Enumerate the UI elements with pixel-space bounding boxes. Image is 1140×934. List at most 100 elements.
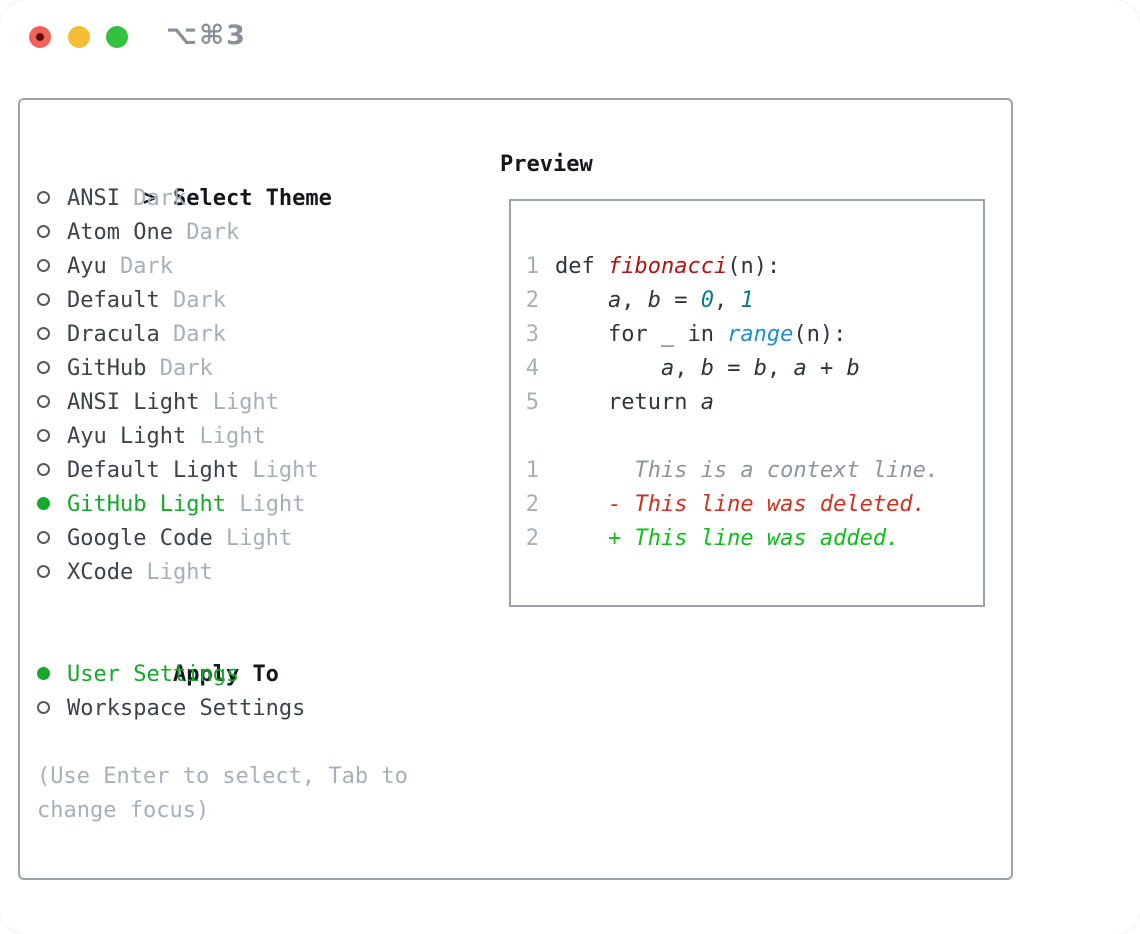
theme-name: Ayu [67,254,107,279]
line-number: 2 [525,288,539,313]
radio-icon [37,216,67,250]
close-button[interactable] [29,26,51,48]
line-number: 1 [525,458,539,483]
theme-option[interactable]: ANSI Light Light [37,386,408,420]
radio-circle [37,531,50,544]
theme-option[interactable]: Ayu Dark [37,250,408,284]
radio-icon [37,420,67,454]
radio-icon [37,386,67,420]
theme-option[interactable]: XCode Light [37,556,408,590]
radio-circle [37,191,50,204]
theme-list-header: Select Theme [172,186,332,211]
code-token [555,356,661,381]
theme-variant: Dark [172,220,240,245]
radio-circle [37,429,50,442]
code-token: , [674,356,701,381]
zoom-button[interactable] [106,26,128,48]
code-token: a [607,288,622,313]
line-number: 1 [525,254,539,279]
code-token: - This line was deleted. [555,492,926,517]
theme-name: Atom One [67,220,173,245]
theme-option[interactable]: Default Light Light [37,454,408,488]
theme-option[interactable]: Ayu Light Light [37,420,408,454]
code-token: a [700,390,714,415]
theme-variant: Light [212,526,293,551]
hint-text-line: (Use Enter to select, Tab to [37,764,408,789]
window-shortcut-label: ⌥⌘3 [166,20,247,51]
radio-icon [37,692,67,726]
radio-icon [37,182,67,216]
radio-circle [37,667,50,680]
preview-line: 5 return a [511,386,983,420]
apply-to-option[interactable]: User Settings [37,658,408,692]
radio-circle [37,327,50,340]
code-token: + [806,356,847,381]
radio-circle [37,361,50,374]
code-token: , [713,288,741,313]
code-token: = [660,288,701,313]
radio-icon [37,250,67,284]
radio-icon [37,352,67,386]
code-token: , [766,356,794,381]
radio-selected-icon [37,488,67,522]
code-token: 1 [740,288,754,313]
line-number: 4 [525,356,539,381]
code-token: b [647,288,661,313]
theme-name: Default Light [67,458,240,483]
code-token: b [846,356,860,381]
code-token: b [753,356,767,381]
code-token: 0 [700,288,714,313]
line-number: 3 [525,322,539,347]
code-token: a [660,356,675,381]
radio-selected-icon [37,658,67,692]
line-number: 5 [525,390,539,415]
preview-line: 2 - This line was deleted. [511,488,983,522]
theme-option[interactable]: Atom One Dark [37,216,408,250]
theme-name: Default [67,288,160,313]
selected-arrow-icon: > [142,186,157,211]
theme-variant: Dark [159,288,226,313]
theme-variant: Light [186,424,266,449]
theme-name: Ayu Light [67,424,187,449]
code-token: (n): [727,254,781,279]
preview-line: 3 for _ in range(n): [511,318,983,352]
theme-variant: Dark [119,186,187,211]
theme-variant: Light [199,390,279,415]
theme-name: Google Code [67,526,213,551]
radio-icon [37,522,67,556]
code-token: (n): [793,322,847,347]
apply-to-label: User Settings [67,662,240,687]
radio-icon [37,284,67,318]
theme-option[interactable]: Dracula Dark [37,318,408,352]
spacer [37,590,408,624]
code-token: range [727,322,794,347]
theme-option[interactable]: GitHub Light Light [37,488,408,522]
code-token [555,288,608,313]
theme-option[interactable]: GitHub Dark [37,352,408,386]
hint-text-line: change focus) [37,798,210,823]
theme-name: ANSI [67,186,120,211]
keyboard-hint: (Use Enter to select, Tab to change focus… [37,760,408,828]
radio-icon [37,454,67,488]
theme-name: XCode [67,560,134,585]
preview-line: 1 This is a context line. [511,454,983,488]
theme-option[interactable]: ANSI Dark [37,182,408,216]
code-token: for _ in [555,322,728,347]
line-number: 2 [525,526,539,551]
theme-option[interactable]: Default Dark [37,284,408,318]
code-token: This is a context line. [555,458,940,483]
theme-option[interactable]: Google Code Light [37,522,408,556]
radio-circle [37,463,50,476]
apply-to-header: Apply To [172,662,279,687]
apply-to-option[interactable]: Workspace Settings [37,692,408,726]
theme-variant: Light [133,560,213,585]
minimize-button[interactable] [68,26,90,48]
radio-icon [37,556,67,590]
code-token: + This line was added. [555,526,900,551]
radio-circle [37,701,50,714]
theme-name: GitHub [67,356,147,381]
